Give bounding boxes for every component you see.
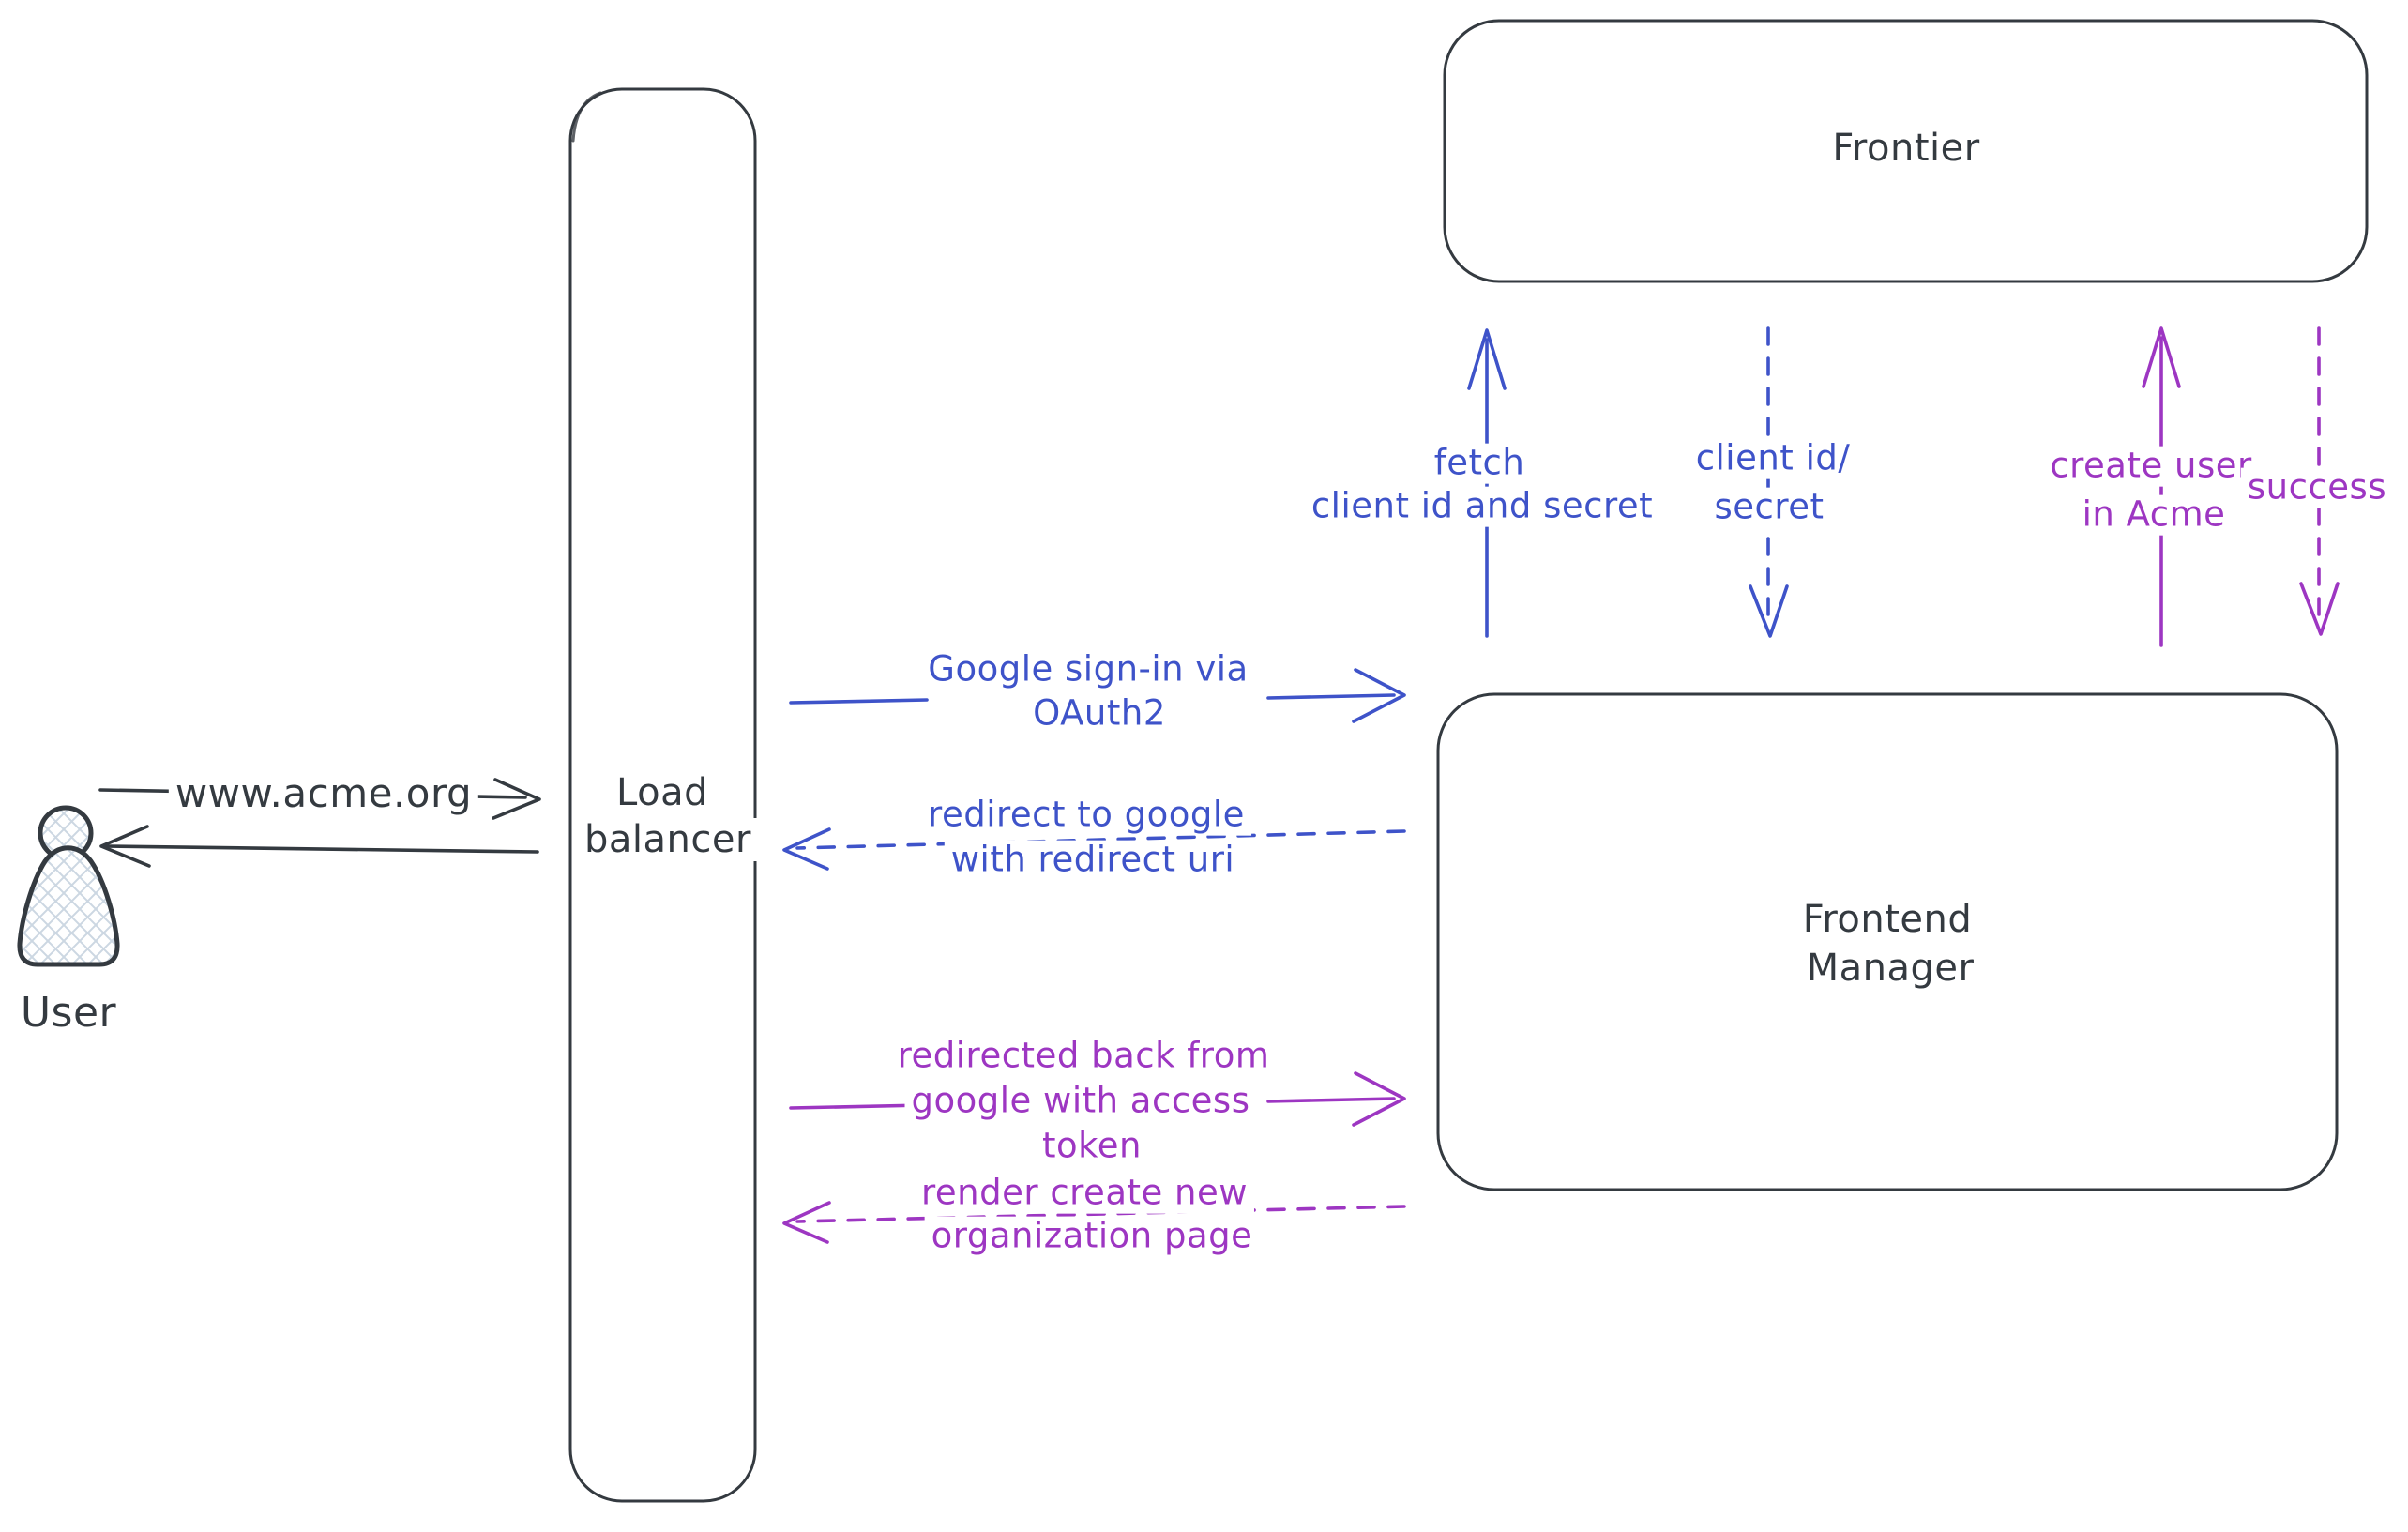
redirected-back-label-line2: google with access — [904, 1081, 1257, 1122]
render-page-label-line1: render create new — [914, 1173, 1255, 1214]
arrow-redirect-google — [782, 827, 1406, 871]
redirect-google-label-line2: with redirect uri — [944, 840, 1242, 881]
arrow-create-user — [2142, 326, 2181, 647]
create-user-label-line2: in Acme — [2075, 494, 2233, 536]
redirect-google-label-line1: redirect to google — [921, 795, 1251, 836]
frontier-label: Frontier — [1825, 127, 1987, 170]
load-balancer-label-line1: Load — [610, 771, 715, 814]
redirected-back-label-line3: token — [1036, 1126, 1148, 1167]
arrow-google-signin — [789, 668, 1406, 723]
render-page-label-line2: organization page — [924, 1216, 1260, 1257]
frontier-box — [1443, 19, 2369, 283]
client-id-secret-label-line2: secret — [1707, 487, 1831, 528]
success-label: success — [2240, 467, 2394, 508]
load-balancer-label-line2: balancer — [578, 818, 758, 861]
client-id-secret-label-line1: client id/ — [1689, 438, 1857, 479]
user-label: User — [20, 988, 117, 1037]
google-signin-label-line2: OAuth2 — [1026, 693, 1173, 735]
redirected-back-label-line1: redirected back from — [890, 1036, 1277, 1077]
fetch-secret-label-line2: client id and secret — [1304, 486, 1660, 527]
frontend-manager-label-line1: Frontend — [1795, 898, 1979, 941]
google-signin-label-line1: Google sign-in via — [921, 649, 1255, 690]
www-acme-label: www.acme.org — [168, 770, 479, 817]
user-icon — [17, 805, 120, 967]
arrow-client-id-secret — [1749, 326, 1789, 638]
arrow-return-to-user — [99, 825, 539, 868]
arrow-success — [2299, 326, 2340, 636]
frontend-manager-label-line2: Manager — [1799, 947, 1981, 990]
create-user-label-line1: create user — [2043, 446, 2259, 487]
frontend-manager-box — [1436, 692, 2339, 1191]
arrow-render-page — [782, 1201, 1406, 1244]
arrow-redirected-back — [789, 1071, 1406, 1127]
load-balancer-box — [568, 87, 757, 1503]
fetch-secret-label-line1: fetch — [1427, 443, 1532, 484]
